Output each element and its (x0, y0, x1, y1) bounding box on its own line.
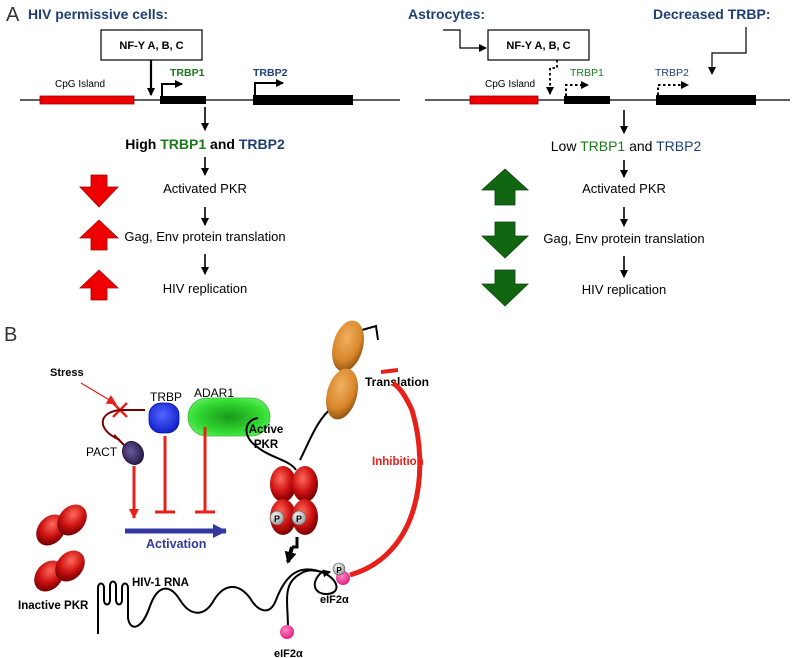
eif2a-phospho-label: P (336, 566, 342, 575)
pact-label: PACT (86, 445, 118, 459)
activation-label: Activation (146, 537, 206, 551)
right-trbp1-exon (564, 96, 610, 104)
pact-inhibit-bar (113, 434, 125, 446)
pkr-phospho-1 (269, 510, 285, 526)
inhibition-bar (380, 368, 399, 374)
right-nfy-box (487, 29, 590, 61)
left-level-text: High TRBP1 and TRBP2 (125, 136, 285, 152)
right-replication-down-arrow (481, 269, 529, 307)
trbp-protein (148, 402, 180, 434)
left-title: HIV permissive cells: (28, 6, 168, 22)
eif2a-label-right: eIF2α (320, 594, 349, 606)
left-nfy-box (100, 29, 203, 61)
left-trbp2-tss-arrow (254, 79, 284, 95)
inactive-pkr-label: Inactive PKR (18, 600, 89, 612)
right-cpg-island (469, 95, 539, 105)
left-trbp1-exon (160, 96, 206, 104)
trbp-label: TRBP (150, 390, 182, 404)
right-trbp1-label: TRBP1 (570, 67, 604, 79)
right-step-pkr: Activated PKR (582, 181, 666, 196)
pact-protein (122, 441, 144, 465)
inactive-pkr-2 (57, 504, 87, 536)
left-translation-up-arrow (78, 219, 120, 251)
right-trbp1-dotted-tss (565, 81, 589, 96)
hiv-rna-label: HIV-1 RNA (132, 577, 189, 589)
active-pkr-label-2: PKR (254, 439, 279, 451)
left-trbp1-tss-arrow (161, 80, 183, 96)
active-pkr-rna (245, 417, 297, 471)
panel-a-letter: A (6, 4, 20, 26)
right-translation-down-arrow (481, 221, 529, 259)
active-pkr-2 (292, 466, 318, 502)
pkr-phospho-2 (291, 510, 307, 526)
right-title-trbp: Decreased TRBP: (653, 6, 771, 22)
right-trbp2-exon (656, 95, 756, 105)
right-cpg-label: CpG Island (485, 79, 535, 90)
right-trbp2-dotted-tss (657, 81, 689, 95)
left-cpg-label: CpG Island (55, 79, 105, 90)
left-step-replication: HIV replication (163, 281, 248, 296)
right-astro-arrow (443, 29, 487, 52)
ribosome-subunit-1 (332, 320, 364, 372)
adar1-label: ADAR1 (194, 386, 234, 400)
left-trbp2-label: TRBP2 (253, 67, 288, 79)
left-trbp2-exon (253, 95, 353, 105)
right-pkr-up-arrow (480, 168, 530, 206)
pact-trbp-inhibit-curve (101, 409, 145, 441)
translation-label: Translation (365, 375, 429, 389)
stress-label: Stress (50, 367, 84, 379)
left-step-translation: Gag, Env protein translation (124, 229, 285, 244)
left-trbp1-label: TRBP1 (170, 67, 205, 79)
right-nfy-label: NF-Y A, B, C (506, 40, 570, 52)
pkr-phospho-1-label: P (274, 514, 280, 524)
left-replication-up-arrow (78, 269, 120, 301)
eif2a-label-bottom: eIF2α (274, 648, 303, 658)
eif2a-phospho (332, 562, 346, 576)
right-level-text: Low TRBP1 and TRBP2 (551, 138, 702, 154)
stress-arrow (80, 382, 117, 405)
eif2a-unphosphorylated (280, 625, 294, 639)
left-nfy-label: NF-Y A, B, C (119, 40, 183, 52)
left-step-pkr: Activated PKR (163, 181, 247, 196)
active-pkr-label-1: Active (249, 424, 284, 436)
pkr-phospho-2-label: P (296, 514, 302, 524)
right-trbp-arrow (708, 27, 747, 75)
active-pkr-1 (270, 466, 296, 502)
left-cpg-island (39, 95, 135, 105)
right-trbp2-label: TRBP2 (655, 67, 689, 79)
pkr-to-eif-arrow (284, 546, 297, 564)
eif-phosphorylation-arrow (286, 569, 331, 629)
panel-b-letter: B (4, 324, 17, 346)
adar1-protein (187, 397, 271, 437)
inhibition-label: Inhibition (372, 456, 424, 468)
right-nfy-dotted-arrow (546, 60, 558, 95)
ribosome-subunit-2 (326, 368, 358, 420)
right-title-astrocytes: Astrocytes: (408, 6, 485, 22)
left-pkr-down-arrow (79, 174, 119, 208)
inactive-pkr-4 (55, 550, 85, 582)
right-step-translation: Gag, Env protein translation (543, 231, 704, 246)
pkr-to-eif-stem (292, 537, 299, 549)
inhibition-curve (349, 380, 423, 578)
right-step-replication: HIV replication (582, 282, 667, 297)
